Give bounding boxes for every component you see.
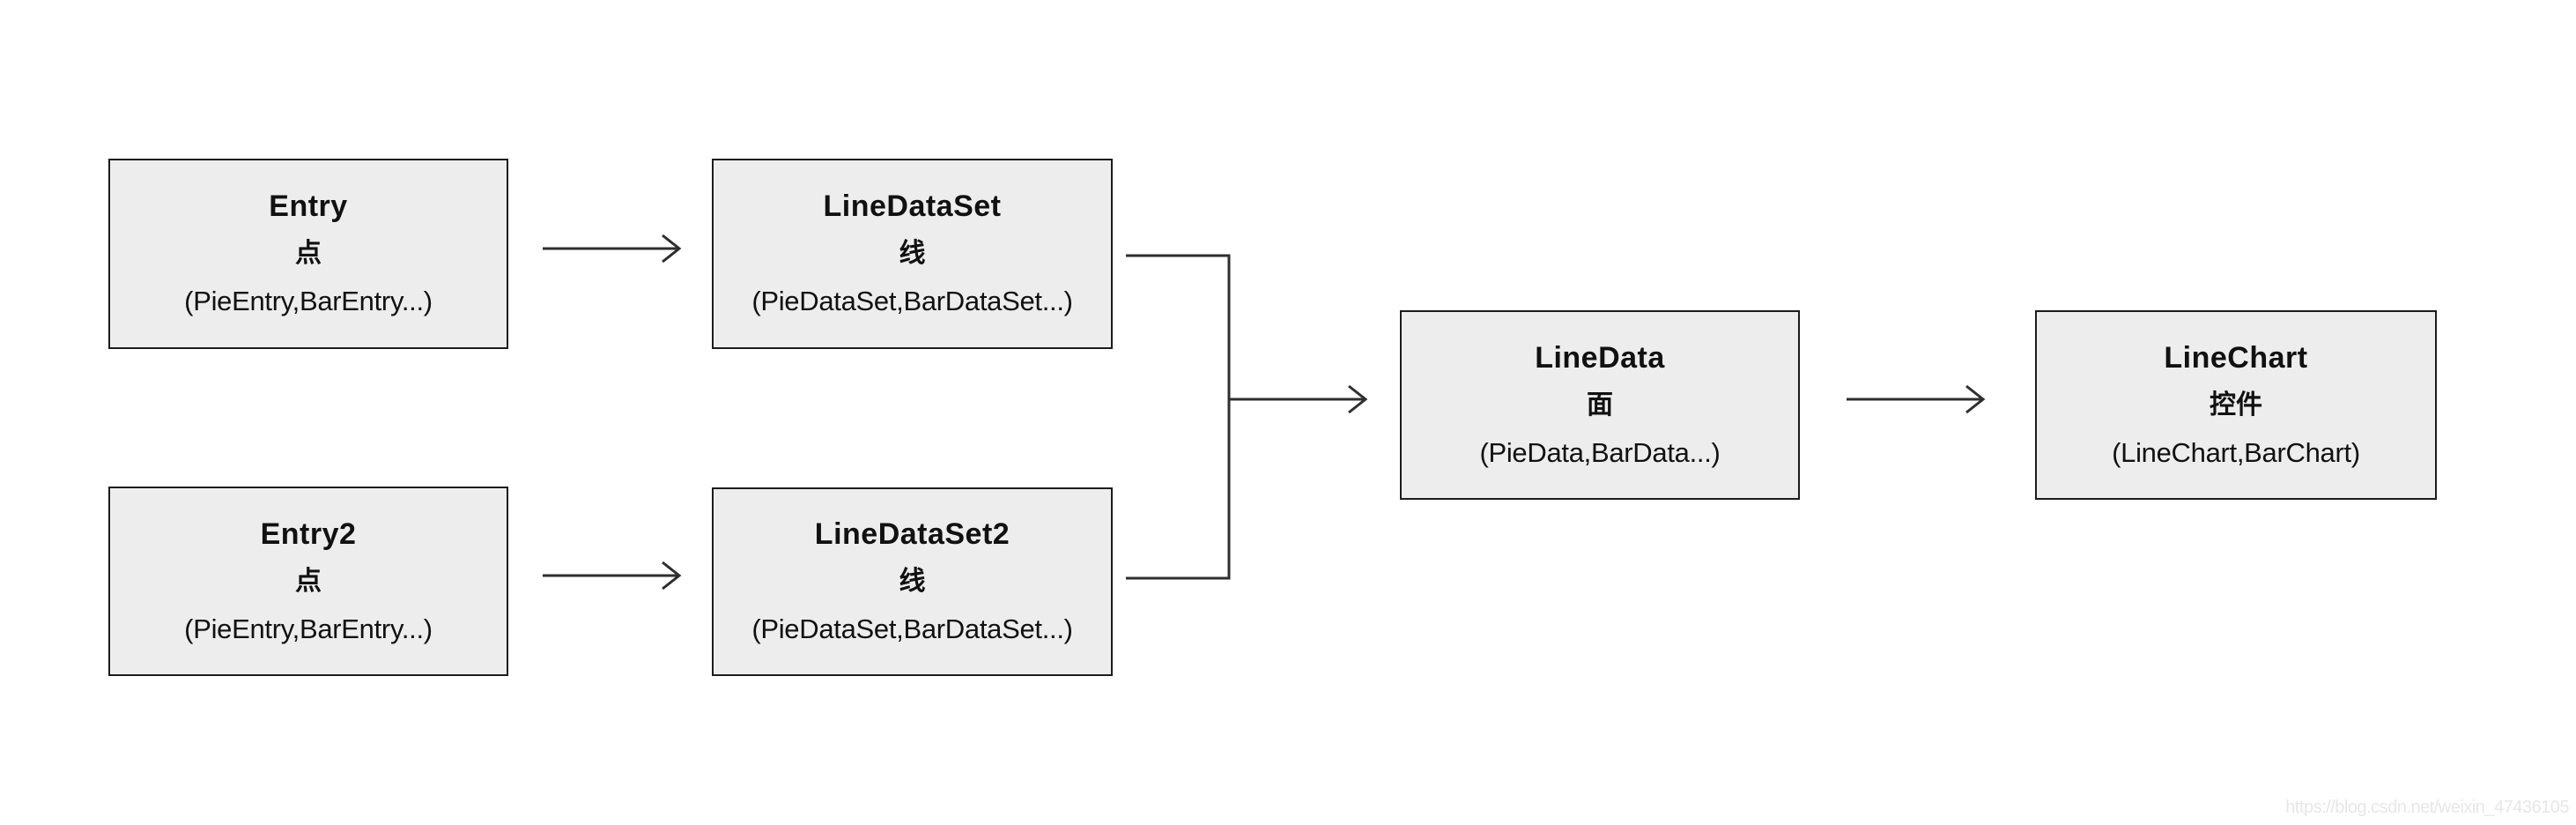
arrow-merge-to-linedata	[1229, 384, 1368, 414]
arrow-entry2-to-linedataset2	[543, 561, 682, 591]
node-entry: Entry 点 (PieEntry,BarEntry...)	[108, 159, 508, 349]
bracket-datasets-merge	[1126, 254, 1231, 580]
node-linechart: LineChart 控件 (LineChart,BarChart)	[2035, 310, 2437, 500]
node-title: LineData	[1535, 340, 1665, 375]
node-detail: (PieData,BarData...)	[1479, 436, 1721, 468]
arrow-linedata-to-linechart	[1847, 384, 1986, 414]
node-detail: (PieDataSet,BarDataSet...)	[751, 613, 1073, 644]
node-subtitle: 点	[295, 239, 322, 268]
node-detail: (PieDataSet,BarDataSet...)	[751, 286, 1073, 316]
node-subtitle: 线	[899, 239, 926, 268]
node-title: Entry2	[260, 517, 357, 551]
node-title: Entry	[269, 190, 348, 223]
node-title: LineDataSet	[823, 190, 1002, 223]
node-subtitle: 线	[899, 567, 926, 596]
node-title: LineChart	[2164, 340, 2308, 375]
node-linedataset2: LineDataSet2 线 (PieDataSet,BarDataSet...…	[712, 487, 1113, 676]
node-linedataset: LineDataSet 线 (PieDataSet,BarDataSet...)	[712, 159, 1113, 349]
node-subtitle: 面	[1587, 390, 1613, 420]
node-detail: (PieEntry,BarEntry...)	[184, 613, 433, 644]
node-subtitle: 控件	[2210, 390, 2262, 420]
arrow-entry-to-linedataset	[543, 234, 682, 264]
node-title: LineDataSet2	[814, 517, 1010, 551]
node-detail: (PieEntry,BarEntry...)	[184, 286, 433, 316]
node-entry2: Entry2 点 (PieEntry,BarEntry...)	[108, 487, 508, 676]
node-subtitle: 点	[295, 566, 322, 596]
node-detail: (LineChart,BarChart)	[2112, 436, 2360, 468]
watermark-url: https://blog.csdn.net/weixin_47436105	[2285, 798, 2569, 817]
node-linedata: LineData 面 (PieData,BarData...)	[1400, 310, 1800, 500]
